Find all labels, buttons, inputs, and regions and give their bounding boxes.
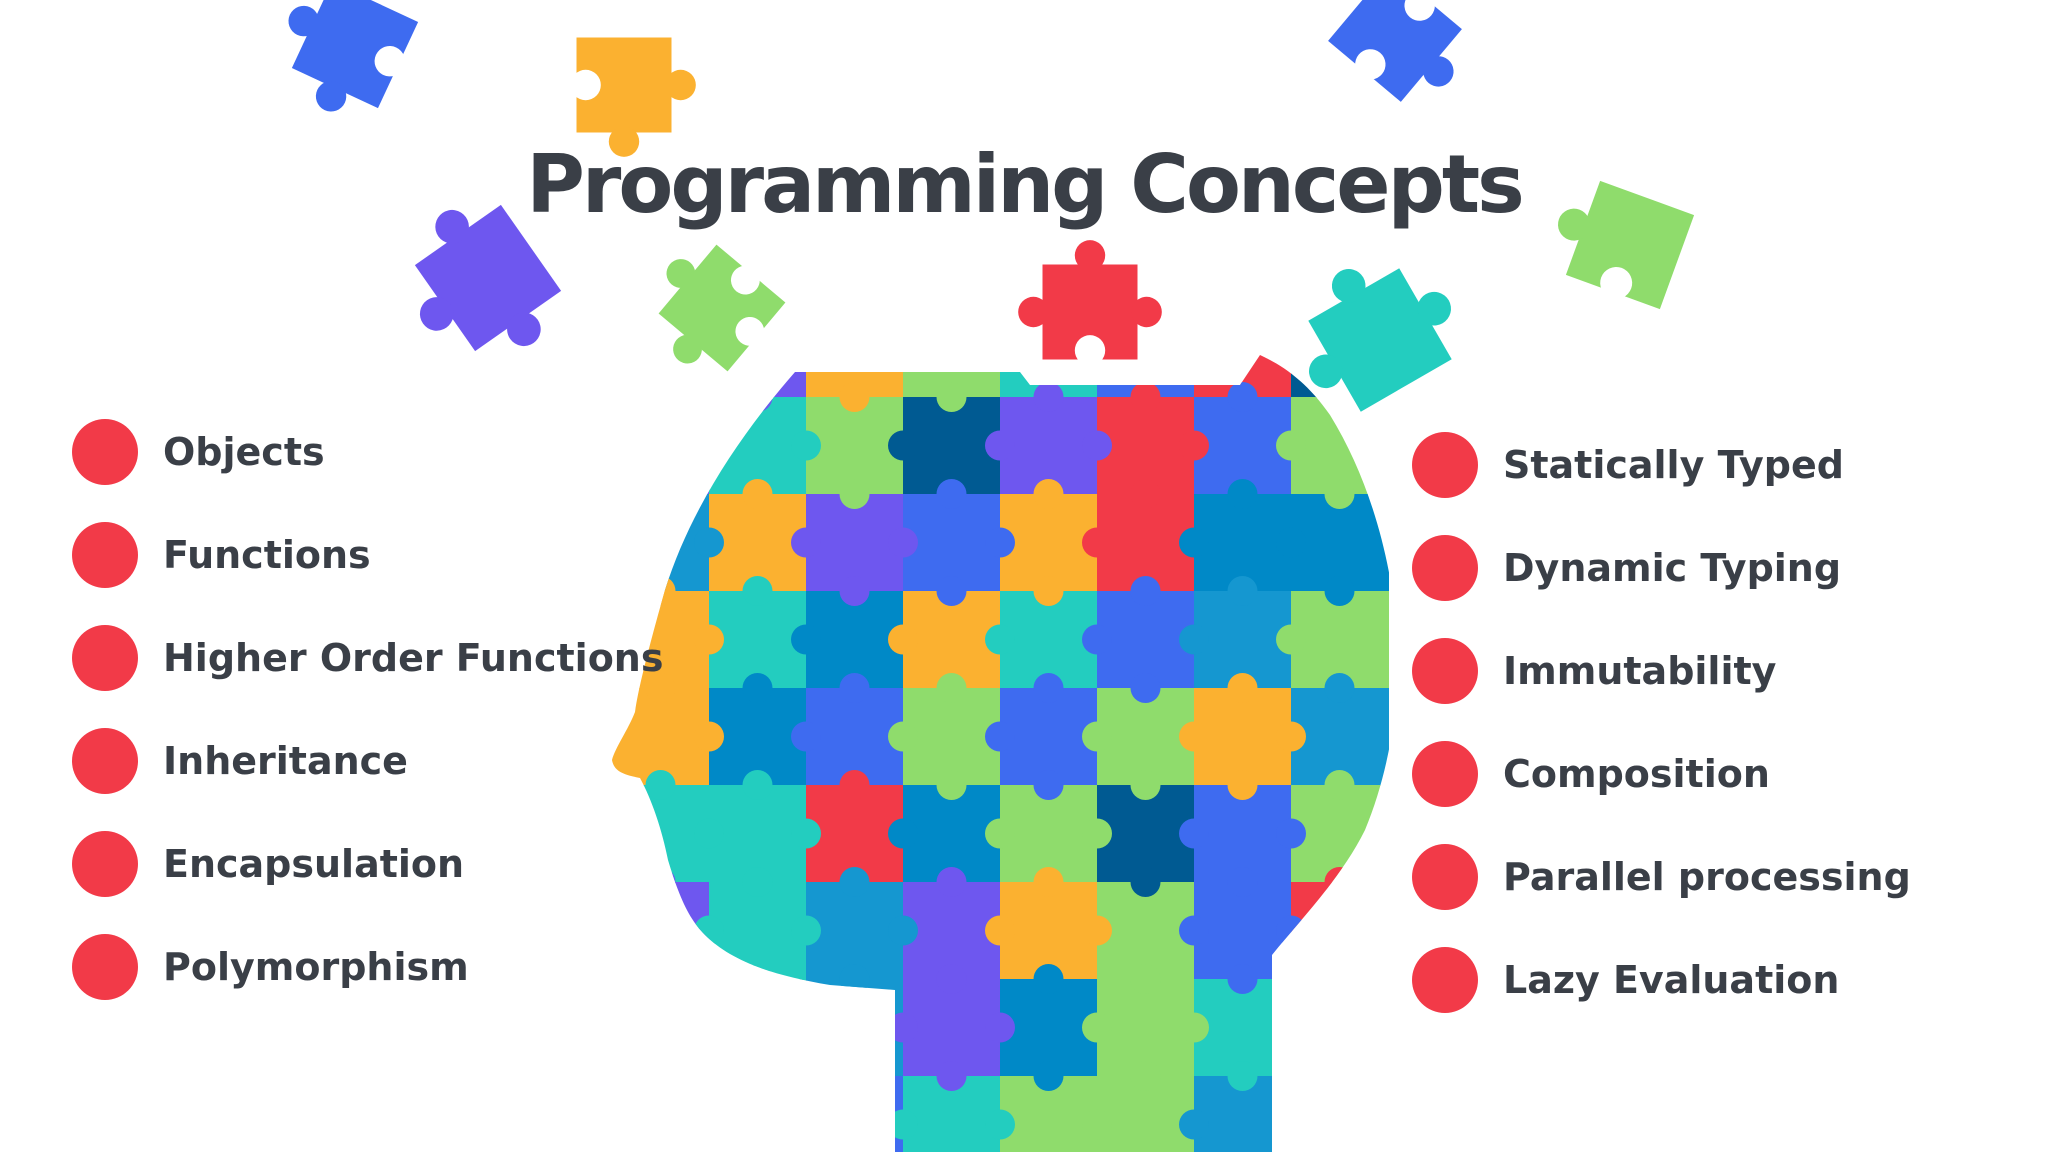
list-item: Polymorphism: [72, 915, 663, 1018]
list-item: Dynamic Typing: [1412, 516, 1911, 619]
bullet-dot: [72, 830, 138, 897]
concept-list-left: Objects Functions Higher Order Functions…: [72, 400, 663, 1018]
page-title: Programming Concepts: [526, 138, 1524, 231]
concept-label: Functions: [163, 532, 371, 577]
bullet-dot: [72, 933, 138, 1000]
concept-label: Objects: [163, 429, 325, 474]
list-item: Encapsulation: [72, 812, 663, 915]
list-item: Statically Typed: [1412, 413, 1911, 516]
list-item: Lazy Evaluation: [1412, 928, 1911, 1031]
concept-label: Polymorphism: [163, 944, 469, 989]
list-item: Objects: [72, 400, 663, 503]
concept-list-right: Statically Typed Dynamic Typing Immutabi…: [1412, 413, 1911, 1031]
bullet-dot: [72, 727, 138, 794]
bullet-dot: [1412, 946, 1478, 1013]
bullet-dot: [72, 418, 138, 485]
bullet-dot: [1412, 534, 1478, 601]
list-item: Composition: [1412, 722, 1911, 825]
concept-label: Encapsulation: [163, 841, 465, 886]
concept-label: Lazy Evaluation: [1503, 957, 1840, 1002]
bullet-dot: [72, 521, 138, 588]
bullet-dot: [1412, 637, 1478, 704]
list-item: Immutability: [1412, 619, 1911, 722]
list-item: Higher Order Functions: [72, 606, 663, 709]
concept-label: Higher Order Functions: [163, 635, 664, 680]
bullet-dot: [1412, 843, 1478, 910]
bullet-dot: [1412, 740, 1478, 807]
floating-puzzle-pieces: [288, 0, 1695, 412]
puzzle-head-icon: [612, 355, 1389, 1152]
bullet-dot: [72, 624, 138, 691]
concept-label: Statically Typed: [1503, 442, 1844, 487]
bullet-dot: [1412, 431, 1478, 498]
concept-label: Immutability: [1503, 648, 1777, 693]
list-item: Parallel processing: [1412, 825, 1911, 928]
concept-label: Composition: [1503, 751, 1770, 796]
list-item: Inheritance: [72, 709, 663, 812]
concept-label: Parallel processing: [1503, 854, 1911, 899]
concept-label: Inheritance: [163, 738, 408, 783]
list-item: Functions: [72, 503, 663, 606]
concept-label: Dynamic Typing: [1503, 545, 1842, 590]
